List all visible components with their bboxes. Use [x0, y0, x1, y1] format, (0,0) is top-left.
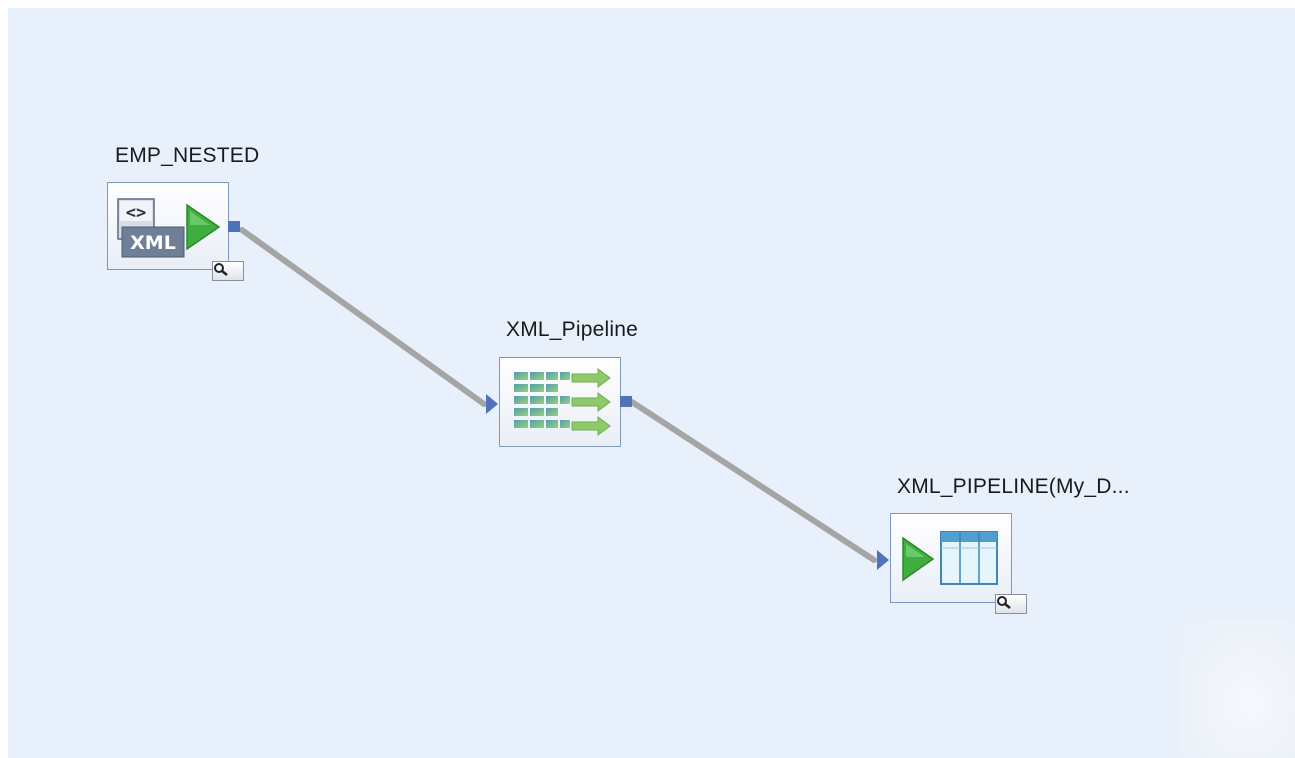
corner-glare: [1180, 620, 1295, 758]
preview-button[interactable]: [995, 594, 1027, 614]
node-emp-nested[interactable]: <> XML: [107, 182, 244, 281]
xml-source-icon: <> XML: [117, 198, 221, 258]
connector-pipeline-to-target[interactable]: [629, 399, 877, 563]
node-xml-pipeline[interactable]: [486, 357, 632, 447]
connector-emp-to-pipeline[interactable]: [239, 227, 487, 407]
magnifier-icon: [214, 263, 228, 276]
node-xml-pipeline-target[interactable]: [877, 513, 1027, 614]
pipeline-transform-icon: [514, 368, 611, 436]
preview-button[interactable]: [212, 261, 244, 281]
table-target-icon: [902, 531, 998, 585]
diagram-canvas[interactable]: [8, 8, 1295, 758]
xml-icon-text: XML: [130, 232, 176, 254]
svg-text:<>: <>: [126, 203, 146, 223]
node-label-emp-nested: EMP_NESTED: [115, 144, 260, 167]
node-label-xml-pipeline: XML_Pipeline: [506, 318, 638, 341]
node-label-xml-pipeline-target: XML_PIPELINE(My_D...: [897, 475, 1130, 498]
magnifier-icon: [997, 596, 1011, 609]
